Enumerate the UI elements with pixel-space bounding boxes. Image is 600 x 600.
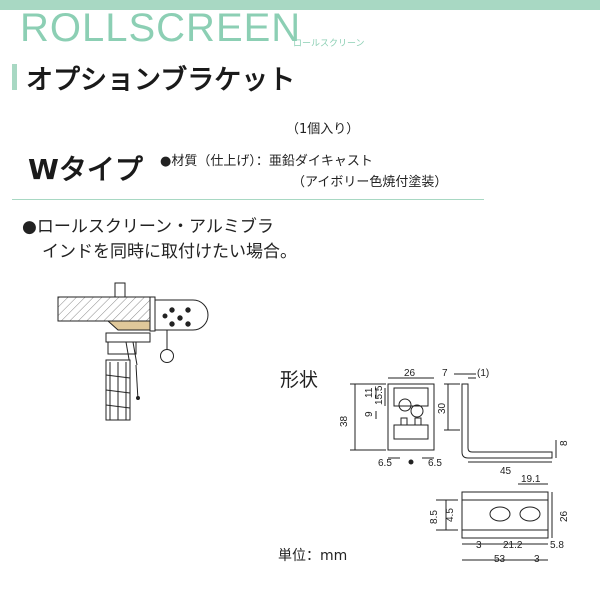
dim-side-top: 7 <box>442 368 448 379</box>
dim-plan-h2: 4.5 <box>445 508 456 522</box>
side-view-drawing <box>444 373 557 463</box>
front-view-drawing <box>350 377 435 465</box>
type-heading: Wタイプ <box>28 153 143 186</box>
dim-hole-2: 15.5 <box>374 385 385 405</box>
dim-plan-b1: 3 <box>476 540 482 551</box>
material-spec: ●材質（仕上げ）：亜鉛ダイキャスト <box>160 154 373 169</box>
page-title: オプションブラケット <box>26 65 296 96</box>
dim-plan-depth: 26 <box>559 510 570 522</box>
title-marker <box>12 64 17 90</box>
dim-plan-top: 19.1 <box>521 474 541 485</box>
installation-illustration <box>57 282 209 421</box>
usage-description-line2: インドを同時に取付けたい場合。 <box>42 242 297 262</box>
dim-front-height: 38 <box>339 415 350 427</box>
dim-bottom-right: 6.5 <box>428 458 442 469</box>
dim-bottom-left: 6.5 <box>378 458 392 469</box>
quantity-note: （1個入り） <box>286 122 360 137</box>
section-divider <box>12 199 484 200</box>
dim-side-length: 45 <box>500 466 512 477</box>
dim-side-thickness: 8 <box>559 440 570 446</box>
brand-logo-text: ROLLSCREEN <box>20 6 302 50</box>
finish-spec: （アイボリー色焼付塗装） <box>292 175 448 190</box>
dim-side-height: 30 <box>437 402 448 414</box>
plan-view-drawing <box>436 483 553 561</box>
dim-plan-b2: 21.2 <box>503 540 523 551</box>
dim-plan-b4: 3 <box>534 554 540 565</box>
dim-plan-h1: 8.5 <box>429 510 440 524</box>
dim-side-note: (1) <box>477 368 489 379</box>
brand-subtitle: ロールスクリーン <box>293 39 365 49</box>
dim-hole-3: 9 <box>364 411 375 417</box>
dim-hole-1: 11 <box>364 387 375 398</box>
shape-label: 形状 <box>280 369 319 391</box>
dim-plan-b3: 5.8 <box>550 540 564 551</box>
header-band <box>0 0 600 10</box>
usage-description-line1: ●ロールスクリーン・アルミブラ <box>22 217 274 237</box>
unit-label: 単位：mm <box>278 548 348 564</box>
dim-plan-total: 53 <box>494 554 506 565</box>
dim-front-width: 26 <box>404 368 416 379</box>
